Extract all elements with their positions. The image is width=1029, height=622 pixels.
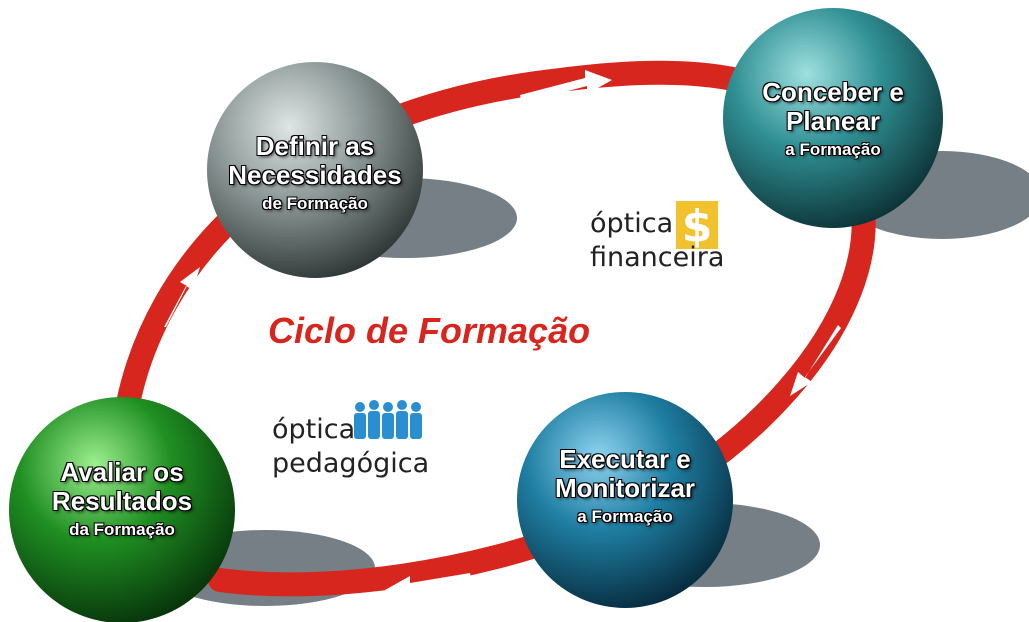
node-avaliar-line2: Resultados: [51, 485, 193, 516]
direction-arrows: [164, 70, 841, 597]
svg-text:$: $: [682, 201, 713, 252]
node-executar-sub: a Formação: [577, 507, 673, 527]
optica-pedagogica-line2: pedagógica: [272, 448, 430, 479]
node-avaliar-line1: Avaliar os: [60, 457, 184, 487]
arrow-left-1: [164, 267, 200, 327]
optica-financeira-line1: óptica: [590, 208, 674, 239]
cycle-title: Ciclo de Formação: [268, 310, 591, 351]
optica-financeira: óptica financeira: [590, 207, 724, 275]
sphere-conceber: [723, 8, 943, 228]
sphere-definir: [207, 62, 423, 278]
node-conceber-line2: Planear: [786, 105, 880, 136]
node-avaliar: Avaliar os Resultados da Formação: [22, 458, 222, 540]
sphere-avaliar: [9, 397, 235, 622]
optica-pedagogica-line1: óptica: [272, 414, 356, 445]
arrow-right: [790, 325, 841, 396]
node-avaliar-sub: da Formação: [69, 520, 175, 540]
arrow-bottom: [385, 573, 472, 597]
optica-pedagogica: óptica pedagógica: [272, 413, 429, 481]
node-definir-line2: Necessidades: [228, 159, 402, 190]
node-definir-sub: de Formação: [262, 194, 368, 214]
dollar-sign-icon: $: [676, 201, 718, 252]
node-executar-line1: Executar e: [559, 444, 691, 474]
node-executar-line2: Monitorizar: [554, 472, 696, 503]
sphere-executar: [517, 392, 733, 608]
optica-financeira-line2: financeira: [590, 242, 725, 273]
node-conceber: Conceber e Planear a Formação: [733, 78, 933, 160]
node-definir: Definir as Necessidades de Formação: [215, 132, 415, 214]
people-group-icon: [354, 400, 422, 439]
node-executar: Executar e Monitorizar a Formação: [525, 445, 725, 527]
node-conceber-sub: a Formação: [785, 140, 881, 160]
arrow-top: [520, 70, 612, 103]
node-definir-line1: Definir as: [255, 131, 375, 161]
node-conceber-line1: Conceber e: [762, 77, 904, 107]
